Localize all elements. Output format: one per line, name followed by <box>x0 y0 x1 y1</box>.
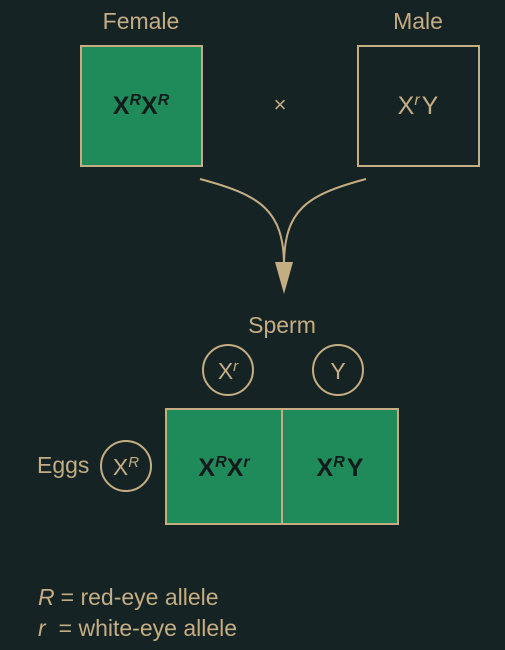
male-genotype: XrY <box>398 92 439 120</box>
arrow-right-branch <box>283 178 367 267</box>
legend-symbol-r-upper: R <box>38 584 55 610</box>
offspring-female-genotype: XRXr <box>198 454 250 482</box>
female-label: Female <box>103 8 180 34</box>
male-y-chromosome: Y <box>422 92 439 120</box>
offspring-male-y: Y <box>347 454 364 482</box>
arrow-down-icon <box>275 262 293 294</box>
sperm-x-allele: r <box>233 358 239 375</box>
sperm-y-circle <box>312 344 364 396</box>
sperm-label: Sperm <box>248 312 316 338</box>
offspring-female-base-2: X <box>227 454 244 482</box>
female-genotype-box <box>80 45 203 167</box>
offspring-female-base-1: X <box>198 454 215 482</box>
offspring-female-allele-2: r <box>243 454 250 471</box>
offspring-female-box <box>165 408 283 525</box>
egg-base: X <box>113 454 128 480</box>
offspring-male-box <box>281 408 399 525</box>
offspring-male-genotype: XRY <box>317 454 364 482</box>
sperm-x-circle <box>202 344 254 396</box>
egg-allele: R <box>128 454 139 471</box>
cross-symbol: × <box>274 92 287 117</box>
offspring-male-allele: R <box>333 454 345 471</box>
egg-text: XR <box>113 454 139 480</box>
offspring-male-base: X <box>317 454 334 482</box>
female-genotype: XRXR <box>113 92 170 120</box>
male-genotype-base: X <box>398 92 415 120</box>
egg-circle <box>100 440 152 492</box>
male-allele: r <box>414 92 420 109</box>
female-genotype-base-2: X <box>141 92 158 120</box>
legend-line-1: R= red-eye allele <box>38 584 219 610</box>
eggs-label: Eggs <box>37 452 89 478</box>
sperm-y-text: Y <box>330 358 345 384</box>
legend-line-2: r = white-eye allele <box>38 615 237 641</box>
sperm-x-base: X <box>218 358 233 384</box>
male-genotype-box <box>357 45 480 167</box>
male-label: Male <box>393 8 443 34</box>
legend-symbol-r-lower: r <box>38 615 47 641</box>
legend-text-white-eye: = white-eye allele <box>59 615 237 641</box>
sperm-x-text: Xr <box>218 358 239 384</box>
female-genotype-base-1: X <box>113 92 130 120</box>
arrow-left-branch <box>199 178 285 267</box>
legend-text-red-eye: = red-eye allele <box>61 584 219 610</box>
offspring-female-allele-1: R <box>215 454 227 471</box>
female-allele-1: R <box>129 92 141 109</box>
female-allele-2: R <box>158 92 170 109</box>
